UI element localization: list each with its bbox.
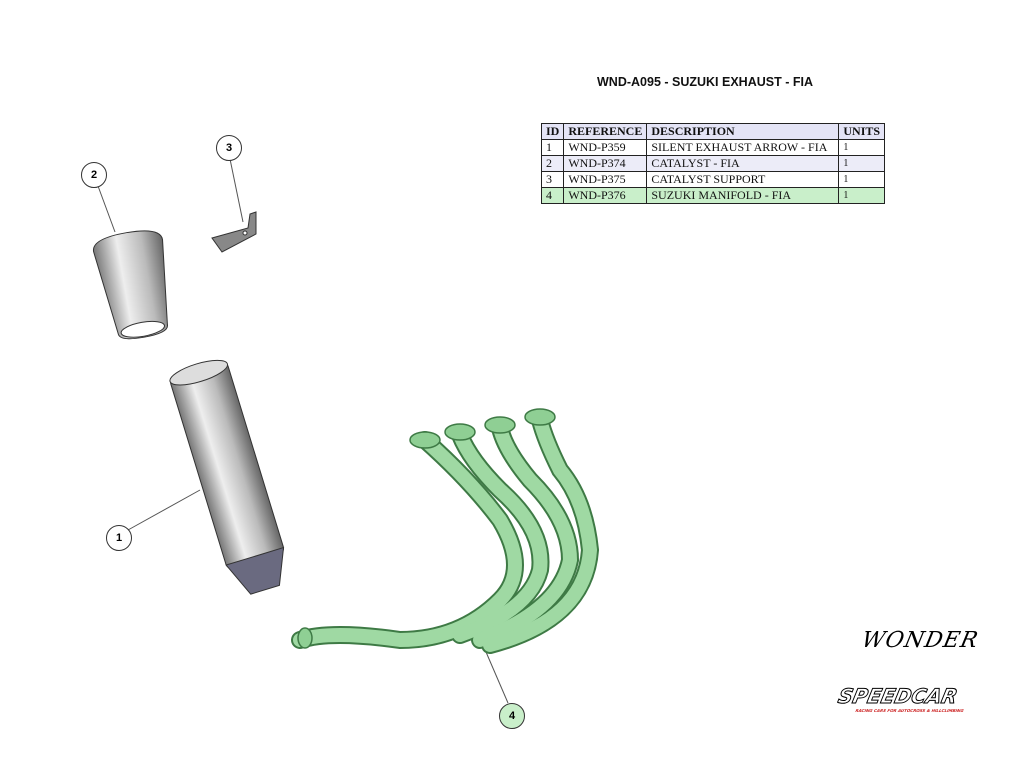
leader-lines [97,158,509,704]
catalyst-support-part [211,211,257,253]
drawing-title: WND-A095 - SUZUKI EXHAUST - FIA [597,75,813,89]
manifold-part [291,408,600,654]
callout-4: 4 [499,703,525,729]
callout-3: 3 [216,135,242,161]
wonder-logo: WONDER [859,628,981,653]
callout-2: 2 [81,162,107,188]
callout-1: 1 [106,525,132,551]
catalyst-part [93,230,168,340]
silencer-part [169,359,285,595]
